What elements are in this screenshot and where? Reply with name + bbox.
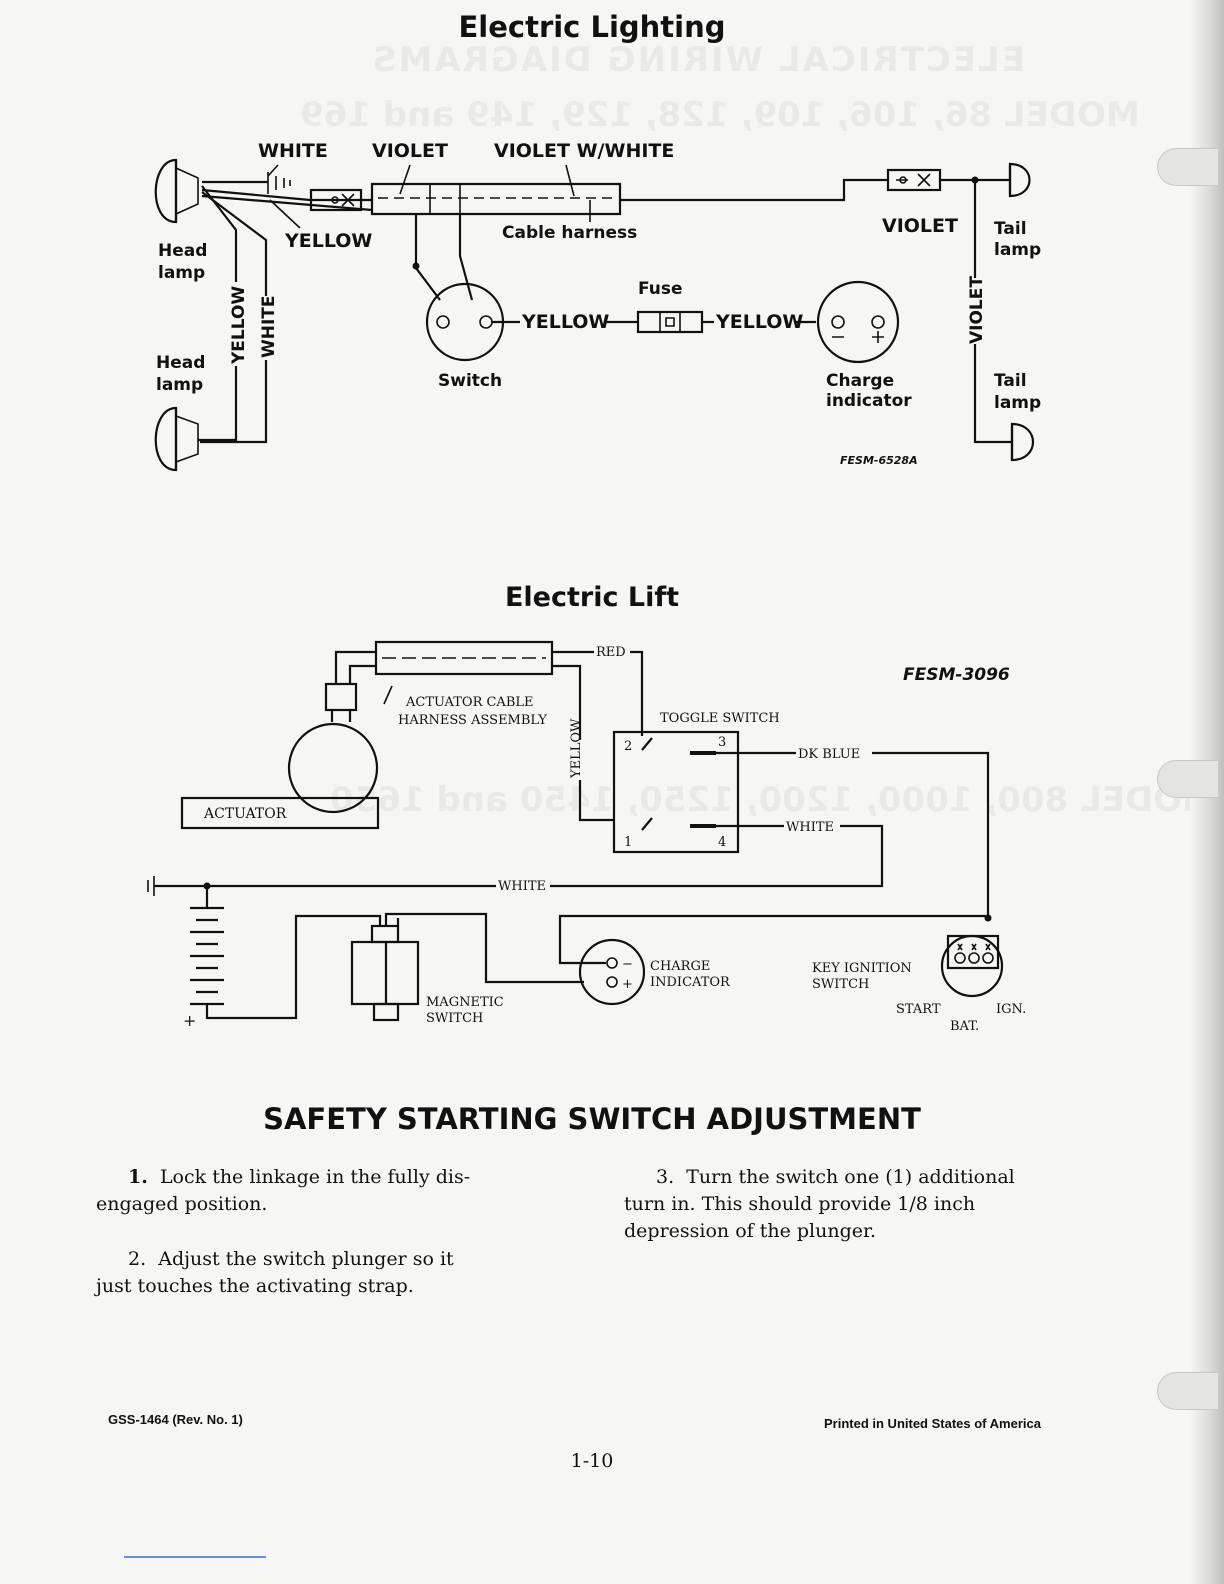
page-number: 1-10 xyxy=(570,1450,614,1472)
head-lamp-top xyxy=(154,158,199,224)
label-magnetic-switch-b: SWITCH xyxy=(426,1011,483,1026)
step-2-line-2: just touches the activating strap. xyxy=(96,1275,414,1297)
label-magnetic-switch-a: MAGNETIC xyxy=(426,995,504,1010)
label-actuator-harness-a: ACTUATOR CABLE xyxy=(405,695,534,710)
tail-lamp-top xyxy=(1008,162,1031,198)
label-white: WHITE xyxy=(258,140,328,162)
inline-fuse xyxy=(636,310,704,334)
label-red: RED xyxy=(596,645,626,660)
label-cable-harness: Cable harness xyxy=(502,223,637,243)
lift-title: Electric Lift xyxy=(504,582,679,613)
label-violet-white: VIOLET W/WHITE xyxy=(494,140,674,162)
step-2: 2. Adjust the switch plunger so it just … xyxy=(96,1246,556,1300)
label-start: START xyxy=(896,1002,941,1017)
label-yellow-vertical: YELLOW xyxy=(229,286,249,365)
label-actuator: ACTUATOR xyxy=(203,806,287,822)
label-dk-blue: DK BLUE xyxy=(798,747,860,762)
head-lamp-bottom xyxy=(154,406,199,472)
wiring-diagrams: WHITE VIOLET VIOLET W/WHITE YELLOW Cable… xyxy=(147,140,1041,1034)
step-3-line-3: depression of the plunger. xyxy=(624,1220,877,1242)
electric-lift-diagram: FESM-3096 RED ACTUATOR ACTUATOR CABLE HA… xyxy=(147,640,1026,1034)
label-charge-indicator-lift-b: INDICATOR xyxy=(650,975,731,990)
label-charge-indicator-b: indicator xyxy=(826,391,912,411)
label-pin-4: 4 xyxy=(718,835,726,850)
label-bat: BAT. xyxy=(950,1019,979,1034)
step-1-line-1: Lock the linkage in the fully dis- xyxy=(159,1166,471,1188)
charge-minus-sign: − xyxy=(622,957,633,972)
label-tail-lamp-2b: lamp xyxy=(994,393,1041,413)
binder-tab-1 xyxy=(1157,148,1218,186)
step-3-line-2: turn in. This should provide 1/8 inch xyxy=(624,1193,976,1215)
section-title: SAFETY STARTING SWITCH ADJUSTMENT xyxy=(263,1102,921,1136)
blue-underline-mark xyxy=(124,1556,266,1558)
label-head-lamp-2b: lamp xyxy=(156,375,203,395)
label-fuse: Fuse xyxy=(638,279,683,299)
label-head-lamp-1a: Head xyxy=(158,241,207,261)
step-3: 3. Turn the switch one (1) additional tu… xyxy=(624,1164,1094,1245)
lighting-title: Electric Lighting xyxy=(458,10,726,44)
label-violet-vertical: VIOLET xyxy=(967,276,987,344)
step-3-line-1: Turn the switch one (1) additional xyxy=(686,1166,1015,1188)
charge-indicator-lift: − + xyxy=(578,938,646,1006)
label-yellow-mid-1: YELLOW xyxy=(521,311,609,333)
label-ign: IGN. xyxy=(996,1002,1026,1017)
label-charge-indicator-lift-a: CHARGE xyxy=(650,959,710,974)
step-3-number: 3. xyxy=(656,1166,675,1188)
label-white-2: WHITE xyxy=(498,879,546,894)
charge-plus-sign: + xyxy=(622,977,633,992)
step-1-line-2: engaged position. xyxy=(96,1193,268,1215)
label-white-1: WHITE xyxy=(786,820,834,835)
step-2-line-1: Adjust the switch plunger so it xyxy=(158,1248,454,1270)
label-actuator-harness-b: HARNESS ASSEMBLY xyxy=(398,713,547,728)
doc-number: GSS-1464 (Rev. No. 1) xyxy=(108,1412,243,1427)
label-white-vertical: WHITE xyxy=(259,295,279,358)
light-switch xyxy=(425,282,505,362)
figure-id-lift: FESM-3096 xyxy=(903,665,1010,685)
toggle-switch xyxy=(612,730,740,854)
label-tail-lamp-2a: Tail xyxy=(994,371,1027,391)
tail-lamp-bottom xyxy=(1010,422,1035,462)
label-yellow-vertical-lift: YELLOW xyxy=(569,718,584,779)
binder-tab-3 xyxy=(1157,1372,1218,1410)
electric-lighting-diagram: WHITE VIOLET VIOLET W/WHITE YELLOW Cable… xyxy=(154,140,1041,472)
battery-plus-sign: + xyxy=(183,1011,196,1030)
label-switch: Switch xyxy=(438,371,502,391)
label-yellow-top: YELLOW xyxy=(284,230,372,252)
printed-in: Printed in United States of America xyxy=(824,1416,1041,1431)
figure-id-lighting: FESM-6528A xyxy=(840,454,918,467)
label-charge-indicator-a: Charge xyxy=(826,371,894,391)
step-1: 1. Lock the linkage in the fully dis- en… xyxy=(96,1164,556,1218)
label-tail-lamp-1b: lamp xyxy=(994,240,1041,260)
label-violet-right: VIOLET xyxy=(882,215,958,237)
label-yellow-mid-2: YELLOW xyxy=(715,311,803,333)
step-2-number: 2. xyxy=(128,1248,147,1270)
label-tail-lamp-1a: Tail xyxy=(994,219,1027,239)
label-head-lamp-2a: Head xyxy=(156,353,205,373)
label-pin-2: 2 xyxy=(624,739,632,754)
charge-indicator-light xyxy=(816,280,900,364)
label-pin-1: 1 xyxy=(624,835,632,850)
label-violet: VIOLET xyxy=(372,140,448,162)
label-pin-3: 3 xyxy=(718,735,726,750)
binder-tab-2 xyxy=(1157,760,1218,798)
magnetic-switch xyxy=(350,924,420,1022)
label-toggle-switch: TOGGLE SWITCH xyxy=(660,711,780,726)
label-key-ignition-a: KEY IGNITION xyxy=(812,961,912,976)
label-head-lamp-1b: lamp xyxy=(158,263,205,283)
label-key-ignition-b: SWITCH xyxy=(812,977,869,992)
battery xyxy=(190,882,382,1020)
step-1-number: 1. xyxy=(128,1166,148,1188)
key-ignition-switch xyxy=(940,934,1004,998)
actuator xyxy=(180,682,380,830)
